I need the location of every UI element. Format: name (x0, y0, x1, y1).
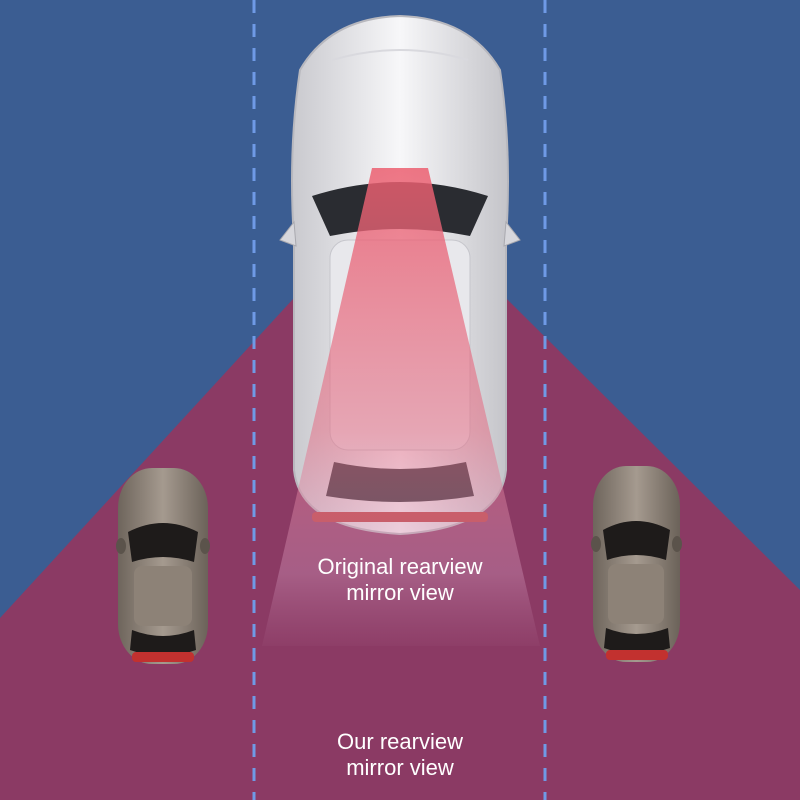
original-caption-line-2: mirror view (346, 580, 454, 605)
original-caption-line-1: Original rearview (317, 554, 483, 579)
our-rearview-caption: Our rearview mirror view (0, 729, 800, 781)
our-caption-line-1: Our rearview (337, 729, 463, 754)
side-car-left (116, 468, 210, 664)
original-rearview-caption: Original rearview mirror view (0, 554, 800, 606)
our-caption-line-2: mirror view (346, 755, 454, 780)
side-car-right (591, 466, 682, 662)
original-rearview-field (262, 168, 540, 646)
